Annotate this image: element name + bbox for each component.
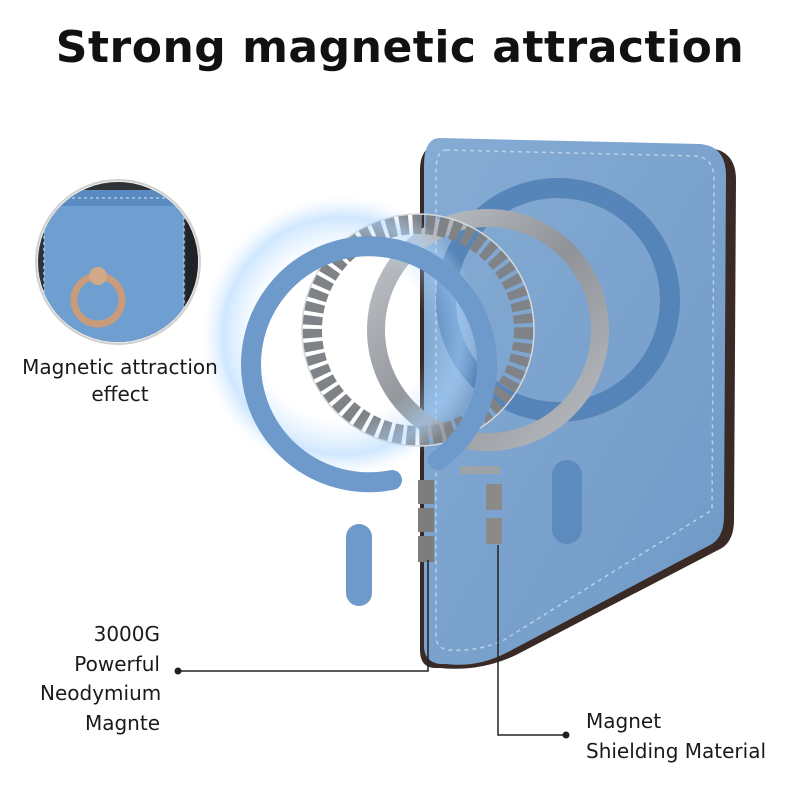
blue-shield-ring (202, 196, 497, 606)
callout-lines (174, 545, 570, 739)
callout-shielding-material: Magnet Shielding Material (586, 709, 767, 763)
page-title: Strong magnetic attraction (55, 22, 745, 73)
inset-phone-ring-view (35, 179, 201, 345)
callout-neodymium-magnet: 3000G Powerful Neodymium Magnte (40, 622, 162, 735)
callout-magnetic-effect: Magnetic attraction effect (22, 355, 218, 406)
